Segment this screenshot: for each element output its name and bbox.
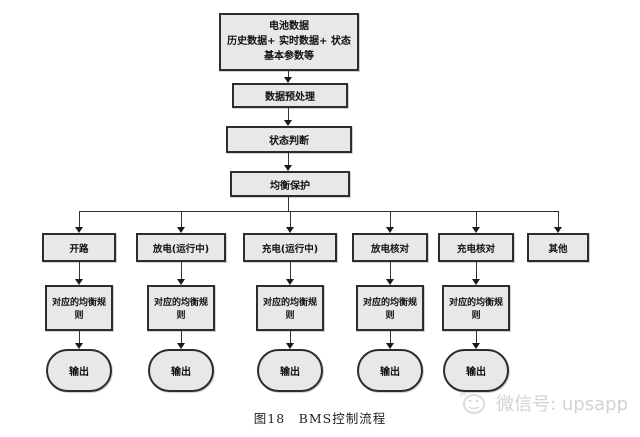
flow-node-other: 其他 <box>527 233 589 262</box>
flow-node-battery-data: 电池数据 历史数据+ 实时数据+ 状态 基本参数等 <box>219 13 359 71</box>
connector-line <box>558 211 559 227</box>
connector-line <box>390 331 391 343</box>
distributor-line <box>79 211 558 212</box>
flow-node-rule-2: 对应的均衡规则 <box>147 285 215 331</box>
flow-node-discharge-check: 放电核对 <box>352 233 428 262</box>
rule-label: 对应的均衡规则 <box>153 298 208 321</box>
rule-label: 对应的均衡规则 <box>362 298 417 321</box>
arrow-down-icon <box>284 77 292 83</box>
connector-line <box>390 211 391 227</box>
state-judge-label: 状态判断 <box>269 136 309 147</box>
flow-node-rule-1: 对应的均衡规则 <box>45 285 113 331</box>
output-label: 输出 <box>466 367 486 378</box>
rule-label: 对应的均衡规则 <box>448 298 503 321</box>
arrow-down-icon <box>286 279 294 285</box>
flow-node-balance-protect: 均衡保护 <box>230 171 350 197</box>
flow-node-state-judge: 状态判断 <box>226 126 352 153</box>
balance-protect-label: 均衡保护 <box>270 180 310 192</box>
branch-label: 开路 <box>69 243 89 255</box>
branch-label: 充电核对 <box>456 243 495 255</box>
watermark-text: 微信号: upsapp <box>496 394 628 415</box>
flow-node-rule-4: 对应的均衡规则 <box>356 285 424 331</box>
branch-label: 其他 <box>548 243 568 255</box>
flow-node-rule-5: 对应的均衡规则 <box>442 285 510 331</box>
rule-label: 对应的均衡规则 <box>262 298 317 321</box>
branch-label: 充电(运行中) <box>261 243 319 255</box>
arrow-down-icon <box>472 279 480 285</box>
arrow-down-icon <box>284 120 292 126</box>
watermark: 微信号: upsapp <box>456 390 628 416</box>
flow-node-output-3: 输出 <box>257 349 323 392</box>
branch-label: 放电(运行中) <box>152 243 210 255</box>
connector-line <box>476 211 477 227</box>
connector-line <box>290 211 291 227</box>
arrow-down-icon <box>386 227 394 233</box>
connector-line <box>181 331 182 343</box>
output-label: 输出 <box>380 367 400 378</box>
flow-node-rule-3: 对应的均衡规则 <box>256 285 324 331</box>
arrow-down-icon <box>386 343 394 349</box>
wechat-face-icon <box>456 390 490 416</box>
flow-node-output-2: 输出 <box>148 349 214 392</box>
connector-line <box>288 153 289 165</box>
connector-line <box>181 262 182 279</box>
figure-caption: 图18 BMS控制流程 <box>253 411 387 426</box>
flow-node-output-1: 输出 <box>46 349 112 392</box>
arrow-down-icon <box>75 279 83 285</box>
arrow-down-icon <box>177 279 185 285</box>
connector-line <box>288 71 289 78</box>
battery-data-line1: 电池数据 <box>269 20 309 32</box>
arrow-down-icon <box>286 343 294 349</box>
flow-node-charge-check: 充电核对 <box>438 233 514 262</box>
connector-line <box>288 108 289 120</box>
arrow-down-icon <box>472 227 480 233</box>
connector-line <box>476 262 477 279</box>
connector-line <box>288 197 289 211</box>
connector-line <box>79 331 80 343</box>
flow-node-preprocess: 数据预处理 <box>232 83 348 108</box>
connector-line <box>79 211 80 227</box>
arrow-down-icon <box>75 227 83 233</box>
output-label: 输出 <box>280 367 300 378</box>
flow-node-charge-running: 充电(运行中) <box>243 233 337 262</box>
arrow-down-icon <box>177 343 185 349</box>
connector-line <box>181 211 182 227</box>
connector-line <box>476 331 477 343</box>
flow-node-output-5: 输出 <box>443 349 509 392</box>
rule-label: 对应的均衡规则 <box>51 298 106 321</box>
branch-label: 放电核对 <box>370 243 409 255</box>
flow-node-open-circuit: 开路 <box>42 233 116 262</box>
arrow-down-icon <box>472 343 480 349</box>
connector-line <box>290 262 291 279</box>
flow-node-discharge-running: 放电(运行中) <box>136 233 226 262</box>
arrow-down-icon <box>284 165 292 171</box>
connector-line <box>79 262 80 279</box>
arrow-down-icon <box>386 279 394 285</box>
arrow-down-icon <box>177 227 185 233</box>
preprocess-label: 数据预处理 <box>265 92 315 103</box>
flow-node-output-4: 输出 <box>357 349 423 392</box>
arrow-down-icon <box>75 343 83 349</box>
battery-data-line3: 基本参数等 <box>264 50 314 62</box>
arrow-down-icon <box>554 227 562 233</box>
connector-line <box>390 262 391 279</box>
connector-line <box>290 331 291 343</box>
arrow-down-icon <box>286 227 294 233</box>
battery-data-line2: 历史数据+ 实时数据+ 状态 <box>227 35 351 47</box>
output-label: 输出 <box>69 367 89 378</box>
output-label: 输出 <box>171 367 191 378</box>
